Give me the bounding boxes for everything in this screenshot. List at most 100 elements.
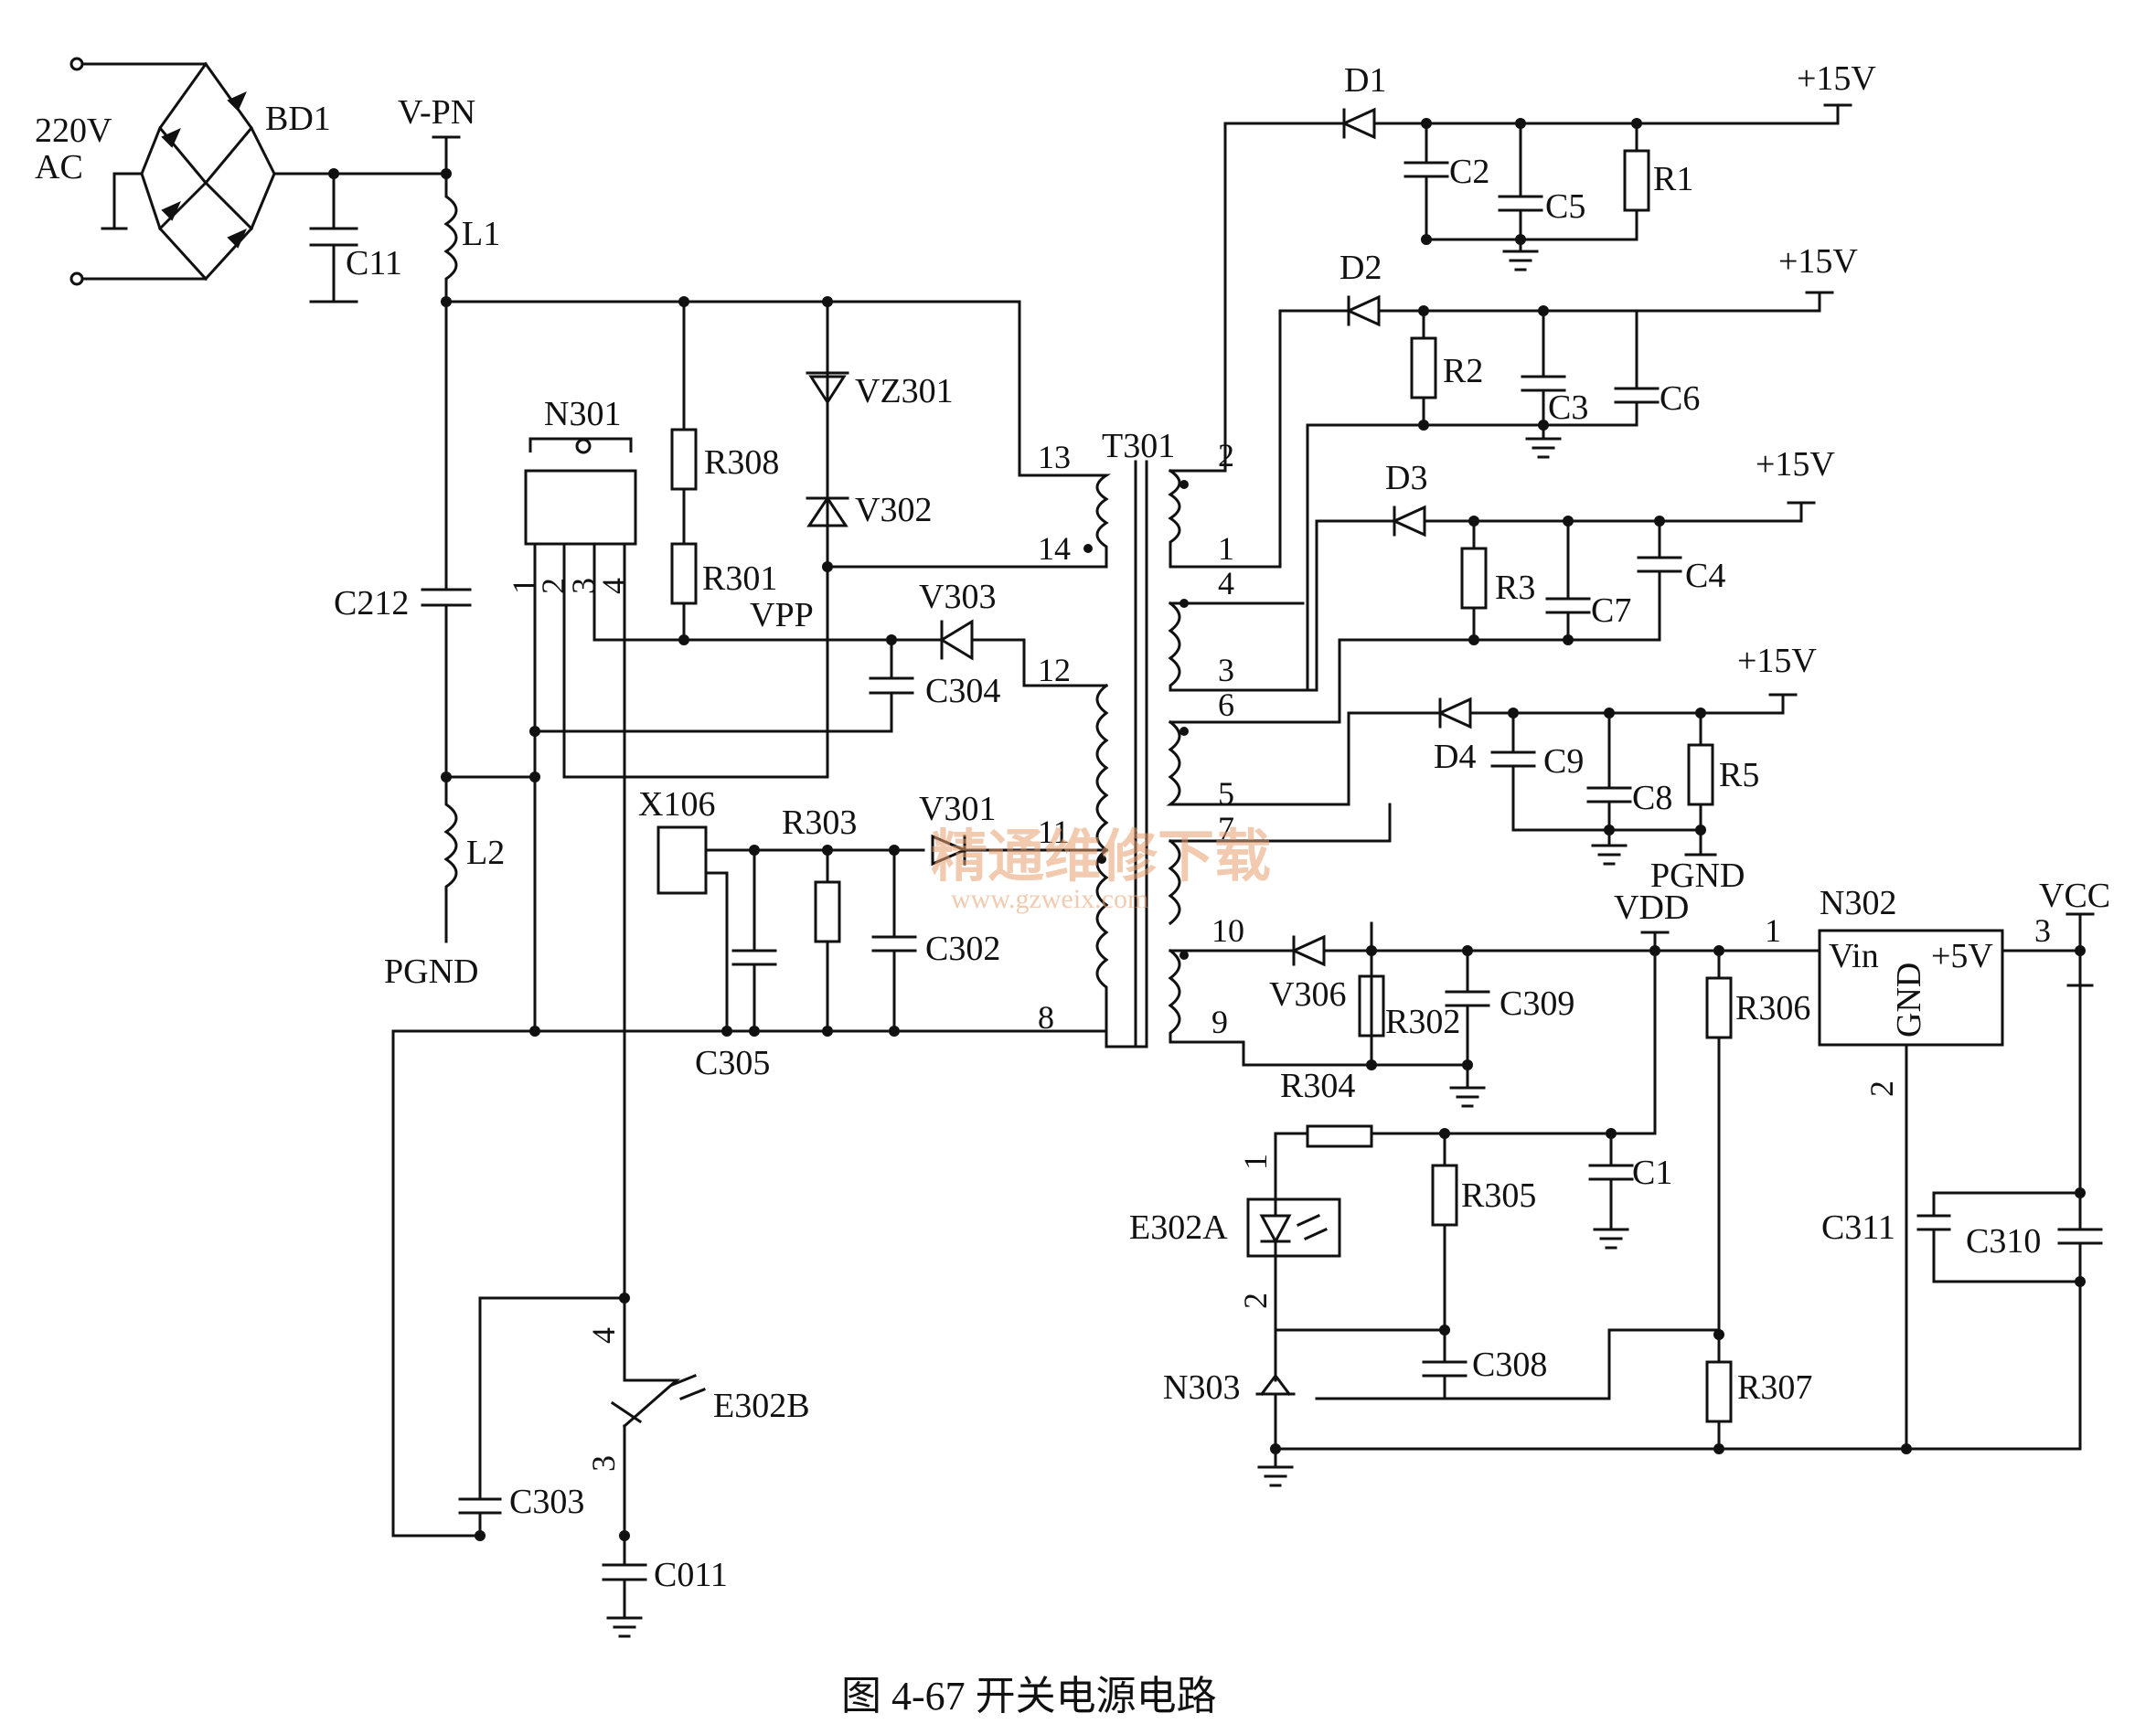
n301-pin-2: 2 <box>535 578 571 594</box>
l2-label: L2 <box>466 834 505 872</box>
winding-pin-8: 8 <box>1038 999 1054 1036</box>
r2-label: R2 <box>1443 352 1483 390</box>
e302a-label: E302A <box>1129 1208 1228 1247</box>
r307-label: R307 <box>1737 1368 1812 1407</box>
watermark-title: 精通维修下载 <box>931 825 1271 889</box>
vdd-label: VDD <box>1614 889 1689 927</box>
c212-label: C212 <box>334 584 409 623</box>
rail-15v-2: +15V <box>1778 242 1858 281</box>
e302a-pin-2: 2 <box>1237 1293 1274 1309</box>
c2-label: C2 <box>1449 153 1489 191</box>
c3-label: C3 <box>1548 388 1588 427</box>
r1-label: R1 <box>1653 160 1693 198</box>
r308-label: R308 <box>704 443 779 482</box>
l1-label: L1 <box>462 215 500 253</box>
winding-pin-11: 11 <box>1038 814 1070 850</box>
d1-label: D1 <box>1344 61 1386 100</box>
c8-label: C8 <box>1632 779 1672 817</box>
e302b-pin-3: 3 <box>585 1455 622 1472</box>
n302-gnd-label: GND <box>1890 963 1928 1038</box>
c309-label: C309 <box>1500 984 1574 1023</box>
r305-label: R305 <box>1461 1176 1536 1215</box>
r303-label: R303 <box>782 803 857 842</box>
winding-pin-4: 4 <box>1218 565 1234 601</box>
winding-pin-10: 10 <box>1211 912 1244 949</box>
winding-pin-2: 2 <box>1218 437 1234 474</box>
c311-label: C311 <box>1821 1208 1895 1247</box>
v302-label: V302 <box>855 491 932 529</box>
v303-label: V303 <box>919 578 996 616</box>
n302-5v-label: +5V <box>1931 937 1993 975</box>
winding-pin-9: 9 <box>1211 1004 1228 1040</box>
pgnd-label-left: PGND <box>384 952 478 991</box>
r306-label: R306 <box>1735 989 1810 1027</box>
c304-label: C304 <box>925 672 1000 710</box>
r3-label: R3 <box>1495 569 1535 607</box>
d3-label: D3 <box>1385 459 1427 497</box>
vpp-label: VPP <box>750 596 814 634</box>
c11-label: C11 <box>346 244 402 282</box>
c011-label: C011 <box>654 1556 728 1594</box>
e302b-pin-4: 4 <box>585 1327 622 1344</box>
winding-pin-3: 3 <box>1218 652 1234 688</box>
winding-pin-12: 12 <box>1038 652 1071 688</box>
rail-15v-1: +15V <box>1797 59 1876 98</box>
c308-label: C308 <box>1472 1346 1547 1384</box>
c303-label: C303 <box>509 1483 584 1521</box>
c9-label: C9 <box>1543 742 1584 781</box>
r301-label: R301 <box>702 559 777 598</box>
r304-label: R304 <box>1280 1067 1355 1105</box>
n301-label: N301 <box>544 395 621 433</box>
c302-label: C302 <box>925 930 1000 968</box>
n302-pin-2: 2 <box>1863 1080 1900 1097</box>
watermark: 精通维修下载 www.gzweix.com <box>931 825 1271 914</box>
vcc-label: VCC <box>2039 877 2110 915</box>
bd1-label: BD1 <box>265 100 331 138</box>
c7-label: C7 <box>1591 591 1631 630</box>
vdd-regulator <box>1274 912 2103 1454</box>
winding-pin-14: 14 <box>1038 530 1071 567</box>
n302-vin-label: Vin <box>1829 937 1879 975</box>
winding-pin-13: 13 <box>1038 439 1071 475</box>
r5-label: R5 <box>1719 756 1759 794</box>
c310-label: C310 <box>1966 1222 2041 1261</box>
c1-label: C1 <box>1632 1154 1672 1192</box>
n302-pin-1: 1 <box>1765 912 1781 949</box>
r302-label: R302 <box>1385 1003 1460 1041</box>
pgnd-label-right: PGND <box>1650 857 1745 895</box>
rail-15v-3: +15V <box>1756 445 1835 484</box>
figure-caption: 图 4-67 开关电源电路 <box>841 1674 1217 1719</box>
v306-label: V306 <box>1269 975 1346 1014</box>
n303-label: N303 <box>1163 1368 1240 1407</box>
winding-pin-6: 6 <box>1218 686 1234 723</box>
e302b-label: E302B <box>713 1387 810 1425</box>
d2-label: D2 <box>1339 249 1382 287</box>
v301-label: V301 <box>919 790 996 828</box>
feedback-section <box>1242 949 1721 1487</box>
watermark-url: www.gzweix.com <box>951 884 1148 914</box>
n302-pin-3: 3 <box>2034 912 2051 949</box>
input-section <box>69 57 1021 943</box>
n301-pin-1: 1 <box>506 578 542 594</box>
c4-label: C4 <box>1685 557 1725 595</box>
transformer-t301 <box>1018 300 1392 1067</box>
t301-label: T301 <box>1102 427 1175 465</box>
c5-label: C5 <box>1545 187 1585 226</box>
n301-pin-4: 4 <box>595 578 632 594</box>
vz301-label: VZ301 <box>855 372 954 410</box>
d4-label: D4 <box>1434 738 1476 776</box>
e302a-pin-1: 1 <box>1237 1154 1274 1170</box>
winding-pin-7: 7 <box>1218 810 1234 846</box>
n302-label: N302 <box>1820 884 1896 922</box>
winding-pin-1: 1 <box>1218 530 1234 567</box>
primary-control <box>391 296 1108 1638</box>
c305-label: C305 <box>695 1044 770 1082</box>
c6-label: C6 <box>1660 379 1700 418</box>
winding-pin-5: 5 <box>1218 775 1234 812</box>
x106-label: X106 <box>638 785 715 824</box>
n301-pin-3: 3 <box>565 578 602 594</box>
rail-15v-4: +15V <box>1737 642 1817 680</box>
vpn-label: V-PN <box>398 93 475 132</box>
